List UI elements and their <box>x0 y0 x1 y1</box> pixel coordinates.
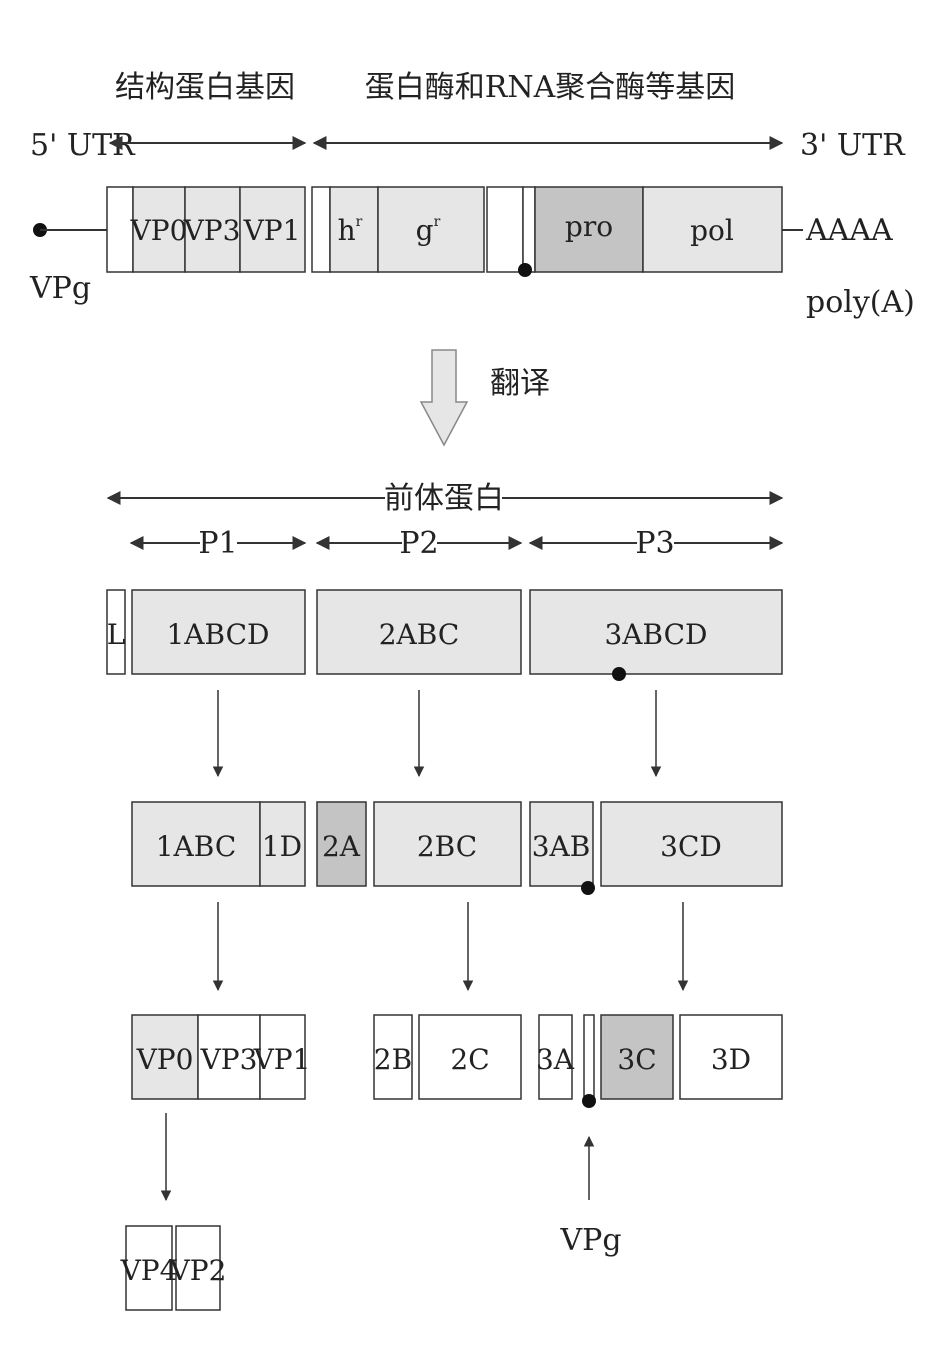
vpg-dot-3abcd <box>612 667 626 681</box>
vpg-bottom-label: VPg <box>559 1223 621 1258</box>
genome-block-middle <box>311 186 485 273</box>
genome-seg-pro: pro <box>565 210 613 243</box>
polya-tail-label: AAAA <box>805 213 893 248</box>
label-3abcd: 3ABCD <box>604 618 707 651</box>
vpg-dot-3b <box>582 1094 596 1108</box>
box-vp0 <box>131 1014 199 1100</box>
label-3ab: 3AB <box>532 830 591 863</box>
genome-seg-h: hr <box>338 214 363 247</box>
label-l: L <box>107 618 126 651</box>
box-3c <box>600 1014 674 1100</box>
box-2c <box>418 1014 522 1100</box>
genome-3b-vpg-dot <box>518 263 532 277</box>
genome-seg-g: gr <box>416 214 441 247</box>
genome-seg-pol: pol <box>690 214 734 247</box>
vpg-dot-3ab <box>581 881 595 895</box>
box-3ab <box>529 801 594 887</box>
box-3b <box>583 1014 595 1100</box>
box-1d <box>259 801 306 887</box>
label-3c: 3C <box>617 1043 656 1076</box>
box-3d <box>679 1014 783 1100</box>
label-2c: 2C <box>450 1043 489 1076</box>
label-vp0: VP0 <box>136 1043 194 1076</box>
box-l <box>106 589 126 675</box>
translation-arrow <box>419 349 469 447</box>
genome-block-enzymes <box>486 186 783 273</box>
box-1abcd <box>131 589 306 675</box>
box-2bc <box>373 801 522 887</box>
region-p2-label: P2 <box>399 526 438 561</box>
box-3abcd <box>529 589 783 675</box>
region-p3-label: P3 <box>635 526 674 561</box>
label-3cd: 3CD <box>660 830 722 863</box>
label-vp3: VP3 <box>200 1043 258 1076</box>
label-1abcd: 1ABCD <box>166 618 269 651</box>
box-vp4 <box>125 1225 173 1311</box>
box-2a <box>316 801 367 887</box>
polya-label: poly(A) <box>806 285 915 320</box>
label-vp1: VP1 <box>253 1043 311 1076</box>
genome-seg-vp1: VP1 <box>243 214 301 247</box>
box-3cd <box>600 801 783 887</box>
box-vp3 <box>197 1014 261 1100</box>
genome-vpg-label: VPg <box>29 271 91 306</box>
genome-block-structural <box>106 186 306 273</box>
label-2bc: 2BC <box>417 830 477 863</box>
label-1d: 1D <box>262 830 302 863</box>
label-vp4: VP4 <box>120 1254 178 1287</box>
box-1abc <box>131 801 261 887</box>
utr3-label: 3' UTR <box>800 128 906 163</box>
label-3a: 3A <box>536 1043 575 1076</box>
precursor-label: 前体蛋白 <box>384 481 504 516</box>
genome-seg-vp0: VP0 <box>130 214 188 247</box>
label-vp2: VP2 <box>169 1254 227 1287</box>
box-3a <box>538 1014 573 1100</box>
genome-seg-vp3: VP3 <box>183 214 241 247</box>
label-3d: 3D <box>711 1043 751 1076</box>
enzyme-genes-header: 蛋白酶和RNA聚合酶等基因 <box>365 70 736 105</box>
label-2a: 2A <box>322 830 361 863</box>
region-p1-label: P1 <box>198 526 237 561</box>
utr5-label: 5' UTR <box>30 128 136 163</box>
label-1abc: 1ABC <box>156 830 237 863</box>
label-2abc: 2ABC <box>379 618 460 651</box>
box-vp2 <box>175 1225 221 1311</box>
structural-genes-header: 结构蛋白基因 <box>115 70 295 105</box>
box-vp1 <box>259 1014 306 1100</box>
box-2abc <box>316 589 522 675</box>
translation-label: 翻译 <box>490 366 550 401</box>
label-2b: 2B <box>374 1043 412 1076</box>
box-2b <box>373 1014 413 1100</box>
